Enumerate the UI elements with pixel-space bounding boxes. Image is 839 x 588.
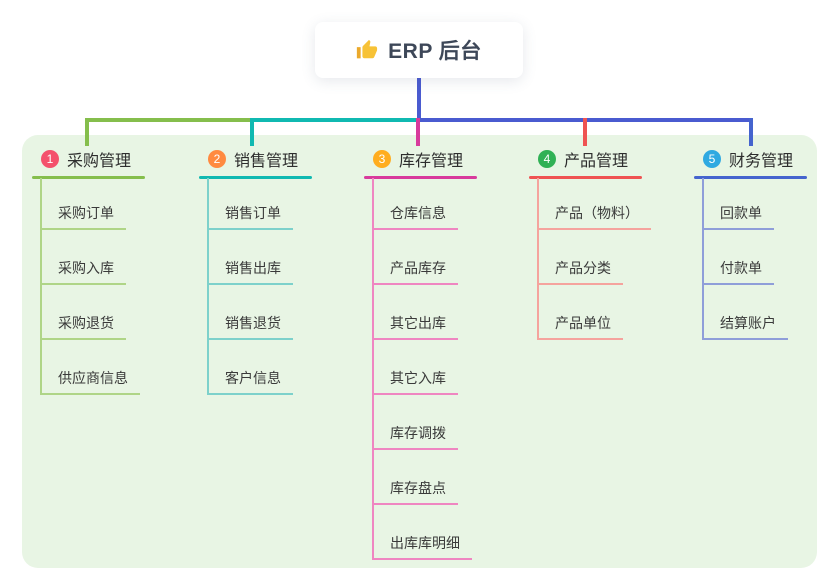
branch-topic[interactable]: 4 产品管理 bbox=[538, 149, 629, 170]
trunk-segment-green bbox=[85, 118, 254, 122]
child-node[interactable]: 其它入库 bbox=[372, 368, 458, 395]
child-connector-line bbox=[207, 178, 209, 395]
child-label: 采购退货 bbox=[58, 315, 114, 331]
branch-drop-line bbox=[583, 118, 587, 146]
child-label: 销售出库 bbox=[225, 260, 281, 276]
child-node[interactable]: 产品分类 bbox=[537, 258, 623, 285]
branch-number-badge: 3 bbox=[373, 150, 391, 168]
child-label: 产品库存 bbox=[390, 260, 446, 276]
branch-drop-line bbox=[250, 118, 254, 146]
child-node[interactable]: 产品库存 bbox=[372, 258, 458, 285]
branch-topic[interactable]: 5 财务管理 bbox=[703, 149, 794, 170]
child-label: 库存盘点 bbox=[390, 480, 446, 496]
branch-topic[interactable]: 2 销售管理 bbox=[208, 149, 299, 170]
content-panel bbox=[22, 135, 817, 568]
child-node[interactable]: 产品单位 bbox=[537, 313, 623, 340]
child-node[interactable]: 采购订单 bbox=[40, 203, 126, 230]
child-node[interactable]: 仓库信息 bbox=[372, 203, 458, 230]
child-label: 产品单位 bbox=[555, 315, 611, 331]
child-node[interactable]: 库存盘点 bbox=[372, 478, 458, 505]
root-title: ERP 后台 bbox=[388, 40, 482, 63]
child-node[interactable]: 出库库明细 bbox=[372, 533, 472, 560]
child-label: 其它出库 bbox=[390, 315, 446, 331]
child-node[interactable]: 客户信息 bbox=[207, 368, 293, 395]
child-node[interactable]: 库存调拨 bbox=[372, 423, 458, 450]
child-label: 产品（物料） bbox=[555, 205, 639, 221]
child-node[interactable]: 回款单 bbox=[702, 203, 774, 230]
child-connector-line bbox=[537, 178, 539, 340]
child-label: 客户信息 bbox=[225, 370, 281, 386]
child-label: 销售退货 bbox=[225, 315, 281, 331]
child-label: 产品分类 bbox=[555, 260, 611, 276]
branch-underline bbox=[199, 176, 312, 179]
branch-underline bbox=[364, 176, 477, 179]
branch-label: 财务管理 bbox=[729, 153, 794, 170]
child-label: 仓库信息 bbox=[390, 205, 446, 221]
child-node[interactable]: 结算账户 bbox=[702, 313, 788, 340]
child-label: 库存调拨 bbox=[390, 425, 446, 441]
branch-number-badge: 5 bbox=[703, 150, 721, 168]
child-label: 供应商信息 bbox=[58, 370, 128, 386]
branch-drop-line bbox=[749, 118, 753, 146]
root-node[interactable]: ERP 后台 bbox=[315, 22, 523, 78]
branch-underline bbox=[529, 176, 642, 179]
child-node[interactable]: 供应商信息 bbox=[40, 368, 140, 395]
branch-underline bbox=[32, 176, 145, 179]
branch-number-badge: 2 bbox=[208, 150, 226, 168]
branch-number-badge: 4 bbox=[538, 150, 556, 168]
root-connector bbox=[417, 78, 421, 122]
branch-number-badge: 1 bbox=[41, 150, 59, 168]
child-label: 付款单 bbox=[720, 260, 762, 276]
child-label: 采购订单 bbox=[58, 205, 114, 221]
branch-label: 产品管理 bbox=[564, 153, 629, 170]
child-connector-line bbox=[40, 178, 42, 395]
branch-underline bbox=[694, 176, 807, 179]
branch-label: 库存管理 bbox=[399, 153, 464, 170]
child-connector-line bbox=[372, 178, 374, 560]
child-node[interactable]: 采购入库 bbox=[40, 258, 126, 285]
child-node[interactable]: 付款单 bbox=[702, 258, 774, 285]
child-label: 出库库明细 bbox=[390, 535, 460, 551]
branch-topic[interactable]: 1 采购管理 bbox=[41, 149, 132, 170]
child-label: 采购入库 bbox=[58, 260, 114, 276]
child-label: 结算账户 bbox=[720, 315, 776, 331]
child-label: 其它入库 bbox=[390, 370, 446, 386]
child-node[interactable]: 销售订单 bbox=[207, 203, 293, 230]
child-node[interactable]: 采购退货 bbox=[40, 313, 126, 340]
child-node[interactable]: 其它出库 bbox=[372, 313, 458, 340]
child-connector-line bbox=[702, 178, 704, 340]
child-node[interactable]: 产品（物料） bbox=[537, 203, 651, 230]
branch-topic[interactable]: 3 库存管理 bbox=[373, 149, 464, 170]
child-node[interactable]: 销售退货 bbox=[207, 313, 293, 340]
child-label: 回款单 bbox=[720, 205, 762, 221]
thumbs-up-icon bbox=[357, 39, 378, 59]
child-node[interactable]: 销售出库 bbox=[207, 258, 293, 285]
branch-drop-line bbox=[416, 118, 420, 146]
branch-label: 销售管理 bbox=[234, 153, 299, 170]
branch-drop-line bbox=[85, 118, 89, 146]
child-label: 销售订单 bbox=[225, 205, 281, 221]
branch-label: 采购管理 bbox=[67, 153, 132, 170]
trunk-segment-teal bbox=[250, 118, 420, 122]
